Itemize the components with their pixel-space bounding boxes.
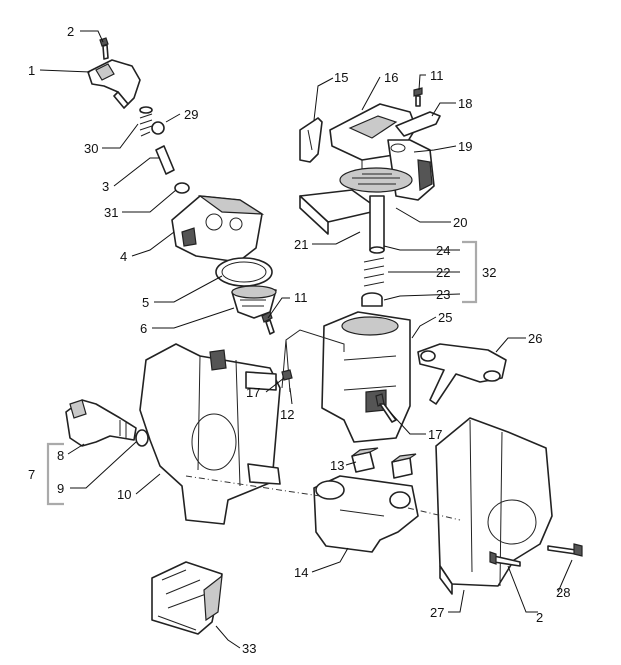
part-22-spring [363,257,385,287]
part-18-lever-arm [395,111,441,137]
part-30-spring [139,106,153,137]
callout-18: 18 [458,96,472,111]
part-15-clip [299,117,323,163]
part-10-left-frame [139,343,281,525]
part-5-gasket-ring [215,257,273,287]
alignment-line-right [407,507,461,521]
callout-13: 13 [330,458,344,473]
part-2-screw-top [99,37,109,60]
part-13-block-right [391,453,417,479]
callout-31: 31 [104,205,118,220]
callout-24: 24 [436,243,450,258]
callout-2-top: 2 [67,24,74,39]
callout-labels: 1 2 2 3 4 5 6 7 8 9 10 11 11 12 13 14 15… [28,24,570,656]
callout-14: 14 [294,565,308,580]
callout-33: 33 [242,641,256,656]
callout-10: 10 [117,487,131,502]
callout-15: 15 [334,70,348,85]
alignment-line-left [185,475,321,497]
callout-1: 1 [28,63,35,78]
callout-3: 3 [102,179,109,194]
part-4-head-block [171,195,265,263]
part-3-pin [155,145,175,175]
part-23-cap [361,292,383,307]
callout-7: 7 [28,467,35,482]
part-21-piston-rod [369,195,385,254]
callout-19: 19 [458,139,472,154]
callout-30: 30 [84,141,98,156]
callout-4: 4 [120,249,127,264]
callout-6: 6 [140,321,147,336]
part-13-block-left [351,447,379,473]
callout-11-left: 11 [294,290,308,305]
bracket-group-32 [462,240,478,304]
part-31-oring [174,182,190,194]
callout-32: 32 [482,265,496,280]
part-11-screw-top [413,87,423,107]
part-17-screw-right [375,393,397,423]
part-20-tray [299,189,381,235]
part-17-screw-left [281,369,293,381]
part-26-double-lever [417,343,507,405]
callout-27: 27 [430,605,444,620]
leader-lines [39,30,573,649]
callout-22: 22 [436,265,450,280]
part-11-screw-left [261,311,275,335]
part-8-outlet-valve [65,399,137,447]
callout-5: 5 [142,295,149,310]
callout-8: 8 [57,448,64,463]
callout-28: 28 [556,585,570,600]
part-12-wire-clip [281,329,345,393]
callout-25: 25 [438,310,452,325]
callout-20: 20 [453,215,467,230]
callout-29: 29 [184,107,198,122]
part-29-ball [151,121,165,135]
part-14-lower-carriage [313,475,419,553]
part-6-filter-cup [231,285,277,319]
callout-17-right: 17 [428,427,442,442]
part-1-lever-valve [87,59,141,109]
part-33-tray-insert [151,561,223,635]
callout-26: 26 [528,331,542,346]
part-2-screw-right [489,551,521,567]
callout-17-left: 17 [246,385,260,400]
callout-12: 12 [280,407,294,422]
part-28-screw [547,543,583,557]
callout-23: 23 [436,287,450,302]
part-strainer-plate [339,167,413,193]
callout-11-top: 11 [430,68,444,83]
callout-9: 9 [57,481,64,496]
callout-21: 21 [294,237,308,252]
callout-2-right: 2 [536,610,543,625]
bracket-group-7 [46,442,64,506]
part-9-oring [135,429,149,447]
part-25-brew-cylinder [321,311,411,443]
callout-16: 16 [384,70,398,85]
part-27-right-frame [435,417,553,595]
